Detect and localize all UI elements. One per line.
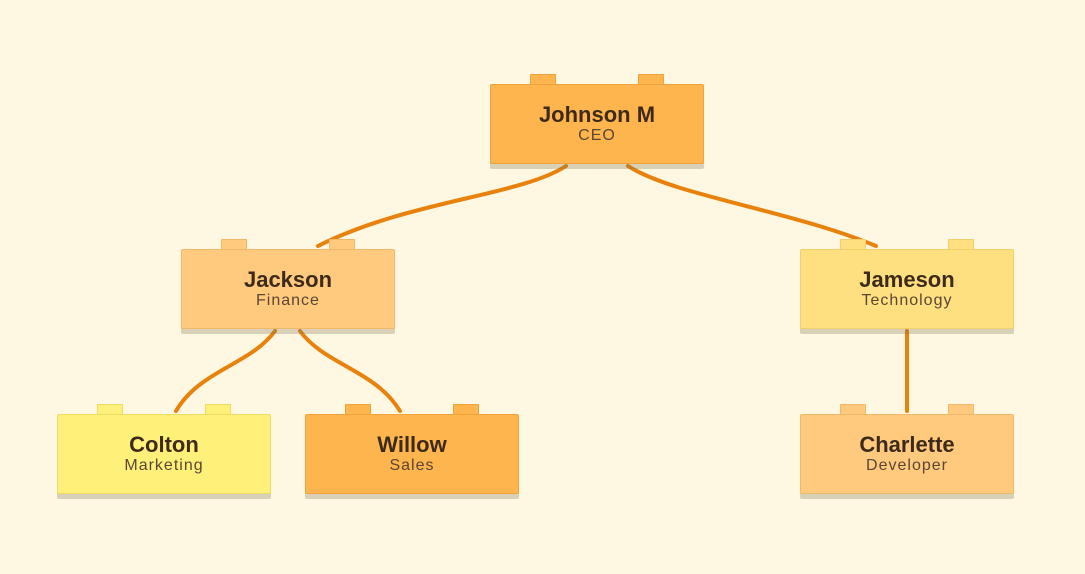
node-johnson[interactable]: Johnson M CEO bbox=[490, 74, 704, 164]
edge-johnson-jackson bbox=[316, 164, 568, 248]
edge-johnson-jameson bbox=[626, 164, 878, 248]
node-tab bbox=[97, 404, 123, 414]
node-body: Charlette Developer bbox=[800, 414, 1014, 494]
node-name: Willow bbox=[377, 432, 447, 457]
node-body: Jackson Finance bbox=[181, 249, 395, 329]
node-tab bbox=[221, 239, 247, 249]
node-tab bbox=[205, 404, 231, 414]
node-body: Willow Sales bbox=[305, 414, 519, 494]
node-colton[interactable]: Colton Marketing bbox=[57, 404, 271, 494]
node-role: Technology bbox=[861, 292, 953, 309]
node-tab bbox=[638, 74, 664, 84]
node-name: Colton bbox=[129, 432, 199, 457]
node-jameson[interactable]: Jameson Technology bbox=[800, 239, 1014, 329]
node-tab bbox=[840, 239, 866, 249]
node-body: Johnson M CEO bbox=[490, 84, 704, 164]
node-body: Jameson Technology bbox=[800, 249, 1014, 329]
edge-jackson-colton bbox=[174, 329, 277, 413]
node-tab bbox=[948, 239, 974, 249]
node-name: Jackson bbox=[243, 267, 333, 292]
node-role: Developer bbox=[866, 457, 948, 474]
node-charlette[interactable]: Charlette Developer bbox=[800, 404, 1014, 494]
node-willow[interactable]: Willow Sales bbox=[305, 404, 519, 494]
node-role: Marketing bbox=[124, 457, 204, 474]
node-body: Colton Marketing bbox=[57, 414, 271, 494]
node-name: Charlette bbox=[859, 432, 955, 457]
node-role: Finance bbox=[256, 292, 320, 309]
node-tab bbox=[840, 404, 866, 414]
node-tab bbox=[530, 74, 556, 84]
node-tab bbox=[948, 404, 974, 414]
node-tab bbox=[345, 404, 371, 414]
node-jackson[interactable]: Jackson Finance bbox=[181, 239, 395, 329]
node-role: CEO bbox=[578, 127, 616, 144]
node-tab bbox=[453, 404, 479, 414]
node-tab bbox=[329, 239, 355, 249]
edge-jackson-willow bbox=[298, 329, 402, 413]
node-name: Jameson bbox=[859, 267, 955, 292]
node-role: Sales bbox=[389, 457, 435, 474]
node-name: Johnson M bbox=[538, 102, 656, 127]
